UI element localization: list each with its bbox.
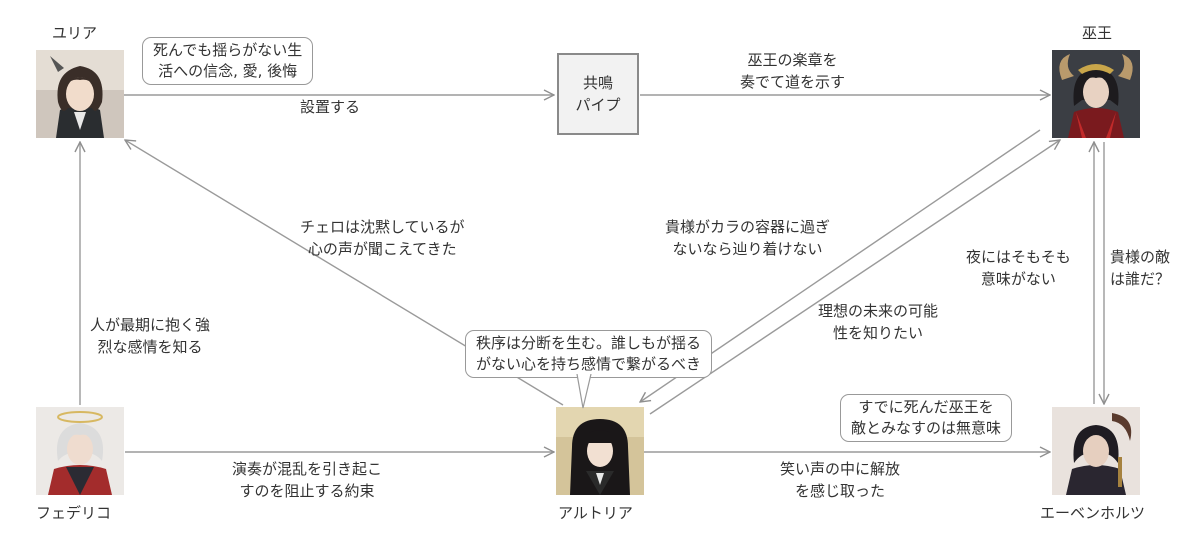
node-name-arturia: アルトリア xyxy=(558,504,633,522)
speech-bubble-ebenholz: すでに死んだ巫王を 敵とみなすのは無意味 xyxy=(840,394,1013,442)
portrait-fuou[interactable] xyxy=(1052,50,1140,138)
portrait-yuria[interactable] xyxy=(36,50,124,138)
edge-label-arturia-ebenholz: 笑い声の中に解放 を感じ取った xyxy=(780,460,901,500)
edge-label-federico-yuria: 人が最期に抱く強 烈な感情を知る xyxy=(90,316,211,356)
edge-label-fuou-ebenholz: 貴様の敵 は誰だ？ xyxy=(1110,248,1171,288)
edge-label-yuria-pipe: 設置する xyxy=(300,98,361,116)
node-name-fuou: 巫王 xyxy=(1082,24,1113,42)
edge-label-federico-arturia: 演奏が混乱を引き起こ すのを阻止する約束 xyxy=(232,460,383,500)
portrait-arturia[interactable] xyxy=(556,407,644,495)
bubble-tail-arturia xyxy=(576,374,592,409)
edge-label-fuou-arturia: 貴様がカラの容器に過ぎ ないなら辿り着けない xyxy=(665,218,831,258)
portrait-ebenholz[interactable] xyxy=(1052,407,1140,495)
node-name-federico: フェデリコ xyxy=(36,504,112,522)
edge-arturia-fuou xyxy=(649,140,1060,415)
portrait-federico[interactable] xyxy=(36,407,124,495)
edge-label-arturia-yuria: チェロは沈黙しているが 心の声が聞こえてきた xyxy=(300,218,465,258)
node-name-ebenholz: エーベンホルツ xyxy=(1040,504,1146,522)
resonance-pipe-box[interactable]: 共鳴 パイプ xyxy=(557,53,639,135)
node-name-yuria: ユリア xyxy=(52,24,98,42)
edge-label-arturia-fuou: 理想の未来の可能 性を知りたい xyxy=(818,302,939,342)
speech-bubble-arturia: 秩序は分断を生む。誰しもが揺る がない心を持ち感情で繋がるべき xyxy=(465,330,713,378)
edge-label-pipe-fuou: 巫王の楽章を 奏でて道を示す xyxy=(740,51,846,91)
edge-label-ebenholz-fuou: 夜にはそもそも 意味がない xyxy=(966,248,1071,288)
speech-bubble-yuria: 死んでも揺らがない生 活への信念, 愛, 後悔 xyxy=(142,37,314,85)
